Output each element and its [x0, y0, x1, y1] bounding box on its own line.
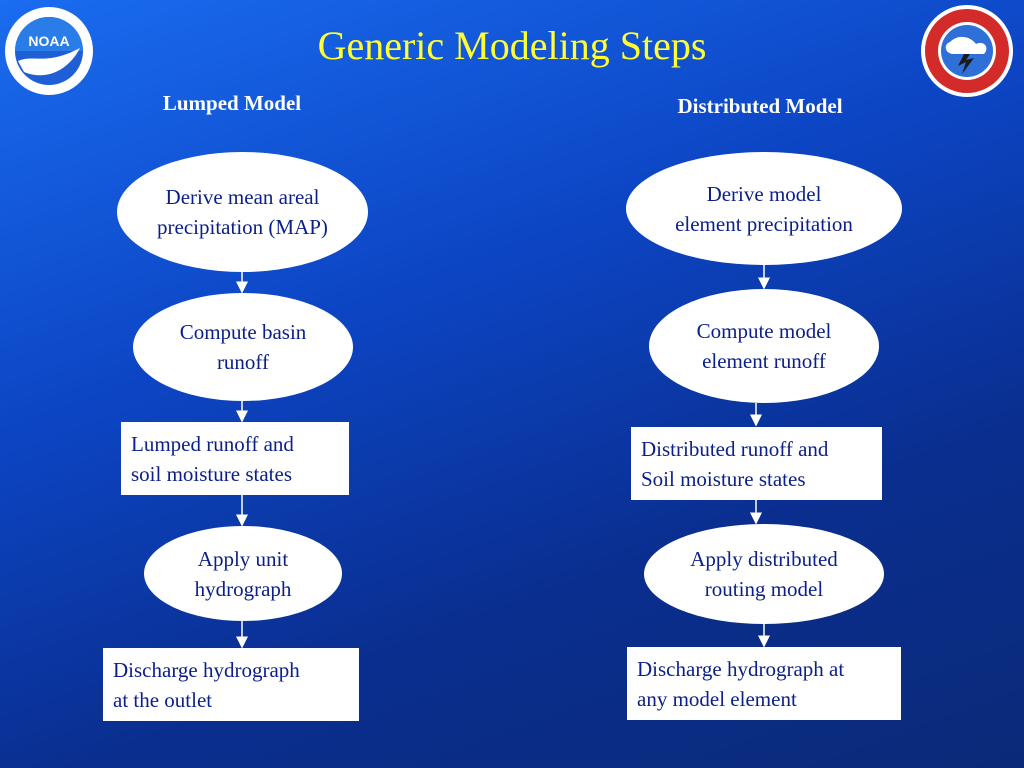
nws-logo — [920, 4, 1014, 98]
lumped-model-heading: Lumped Model — [162, 91, 302, 115]
lumped-step-map-label: Derive mean areal precipitation (MAP) — [157, 185, 328, 239]
distributed-step-runoff-states: Distributed runoff and Soil moisture sta… — [631, 427, 882, 500]
distributed-step-routing: Apply distributed routing model — [644, 524, 884, 624]
lumped-step-basin-runoff: Compute basin runoff — [133, 293, 353, 401]
lumped-step-runoff-states-label: Lumped runoff and soil moisture states — [131, 431, 294, 486]
lumped-step-map: Derive mean areal precipitation (MAP) — [117, 152, 368, 272]
distributed-step-element-runoff: Compute model element runoff — [649, 289, 879, 403]
distributed-step-discharge: Discharge hydrograph at any model elemen… — [627, 647, 901, 720]
distributed-step-discharge-label: Discharge hydrograph at any model elemen… — [637, 656, 845, 711]
distributed-step-routing-label: Apply distributed routing model — [690, 547, 838, 601]
page-title: Generic Modeling Steps — [317, 23, 707, 68]
distributed-step-precipitation-label: Derive model element precipitation — [675, 181, 853, 236]
distributed-model-heading: Distributed Model — [677, 94, 843, 118]
lumped-step-discharge: Discharge hydrograph at the outlet — [103, 648, 359, 721]
lumped-step-runoff-states: Lumped runoff and soil moisture states — [121, 422, 349, 495]
lumped-step-basin-runoff-label: Compute basin runoff — [179, 320, 307, 374]
distributed-step-precipitation: Derive model element precipitation — [626, 152, 902, 265]
noaa-logo-text: NOAA — [28, 33, 69, 49]
lumped-step-unit-hydrograph: Apply unit hydrograph — [144, 526, 342, 621]
lumped-step-unit-hydrograph-label: Apply unit hydrograph — [194, 546, 292, 601]
distributed-step-runoff-states-label: Distributed runoff and Soil moisture sta… — [641, 436, 829, 491]
distributed-step-element-runoff-label: Compute model element runoff — [696, 319, 832, 373]
lumped-step-discharge-label: Discharge hydrograph at the outlet — [113, 657, 300, 712]
noaa-logo: NOAA — [4, 6, 94, 96]
